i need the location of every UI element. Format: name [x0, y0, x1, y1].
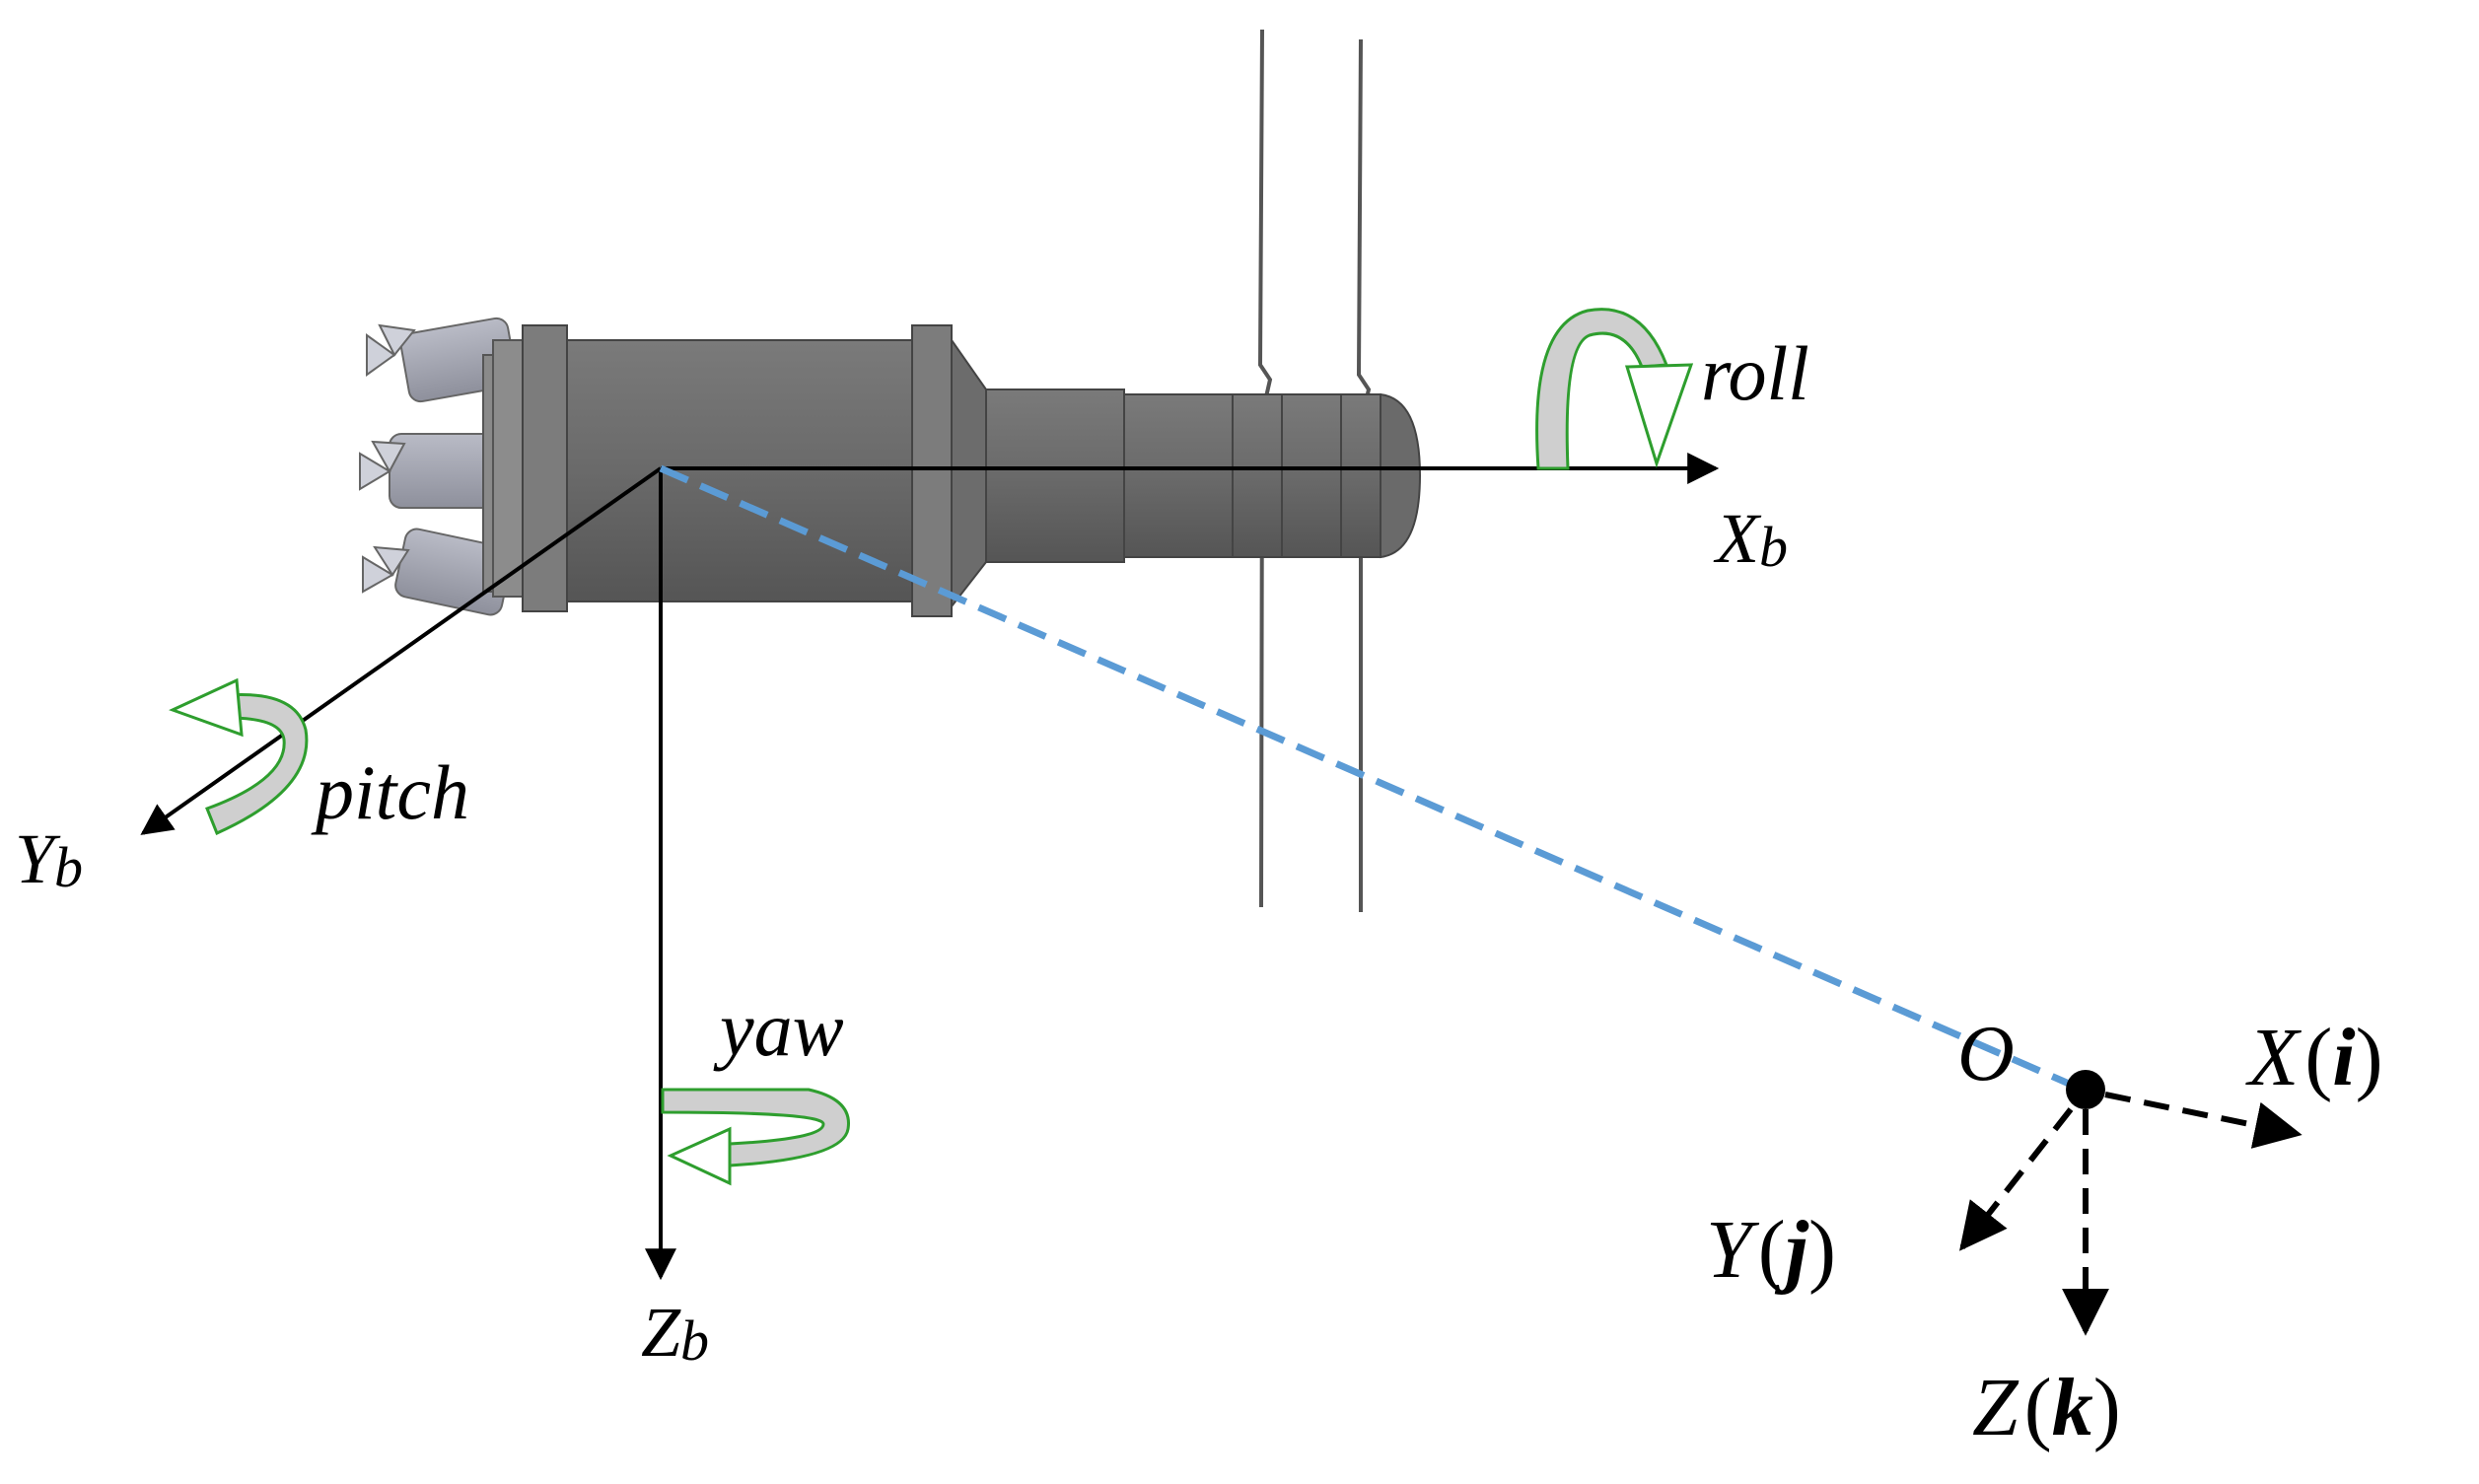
fin-left — [1257, 29, 1273, 908]
y-inertial-axis — [1959, 1107, 2074, 1251]
position-vector-dashed — [659, 464, 2078, 1091]
z-inertial-label: Z(k) — [1972, 1362, 2121, 1453]
hull-mid-section — [985, 389, 1125, 563]
hull-main-section — [566, 339, 913, 602]
y-inertial-label: Y(j) — [1706, 1204, 1836, 1296]
origin-label: O — [1957, 1011, 2015, 1097]
x-inertial-axis — [2104, 1092, 2302, 1149]
vehicle — [359, 29, 1422, 912]
roll-rotation-icon — [1535, 308, 1694, 470]
hull-flange-2 — [911, 324, 953, 617]
yaw-rotation-icon — [661, 1088, 850, 1186]
roll-label: roll — [1701, 330, 1809, 416]
hull-nose-section — [1123, 393, 1381, 558]
hull-taper — [951, 336, 987, 609]
thruster-middle — [359, 433, 509, 509]
y-body-axis — [140, 466, 663, 835]
pitch-rotation-icon — [169, 677, 309, 836]
origin-point — [2066, 1070, 2105, 1109]
hull-flange-1 — [522, 324, 568, 612]
inertial-frame — [1959, 1070, 2302, 1336]
fin-right — [1356, 38, 1372, 912]
x-body-label: Xb — [1713, 499, 1788, 579]
x-inertial-label: X(i) — [2245, 1012, 2383, 1103]
yaw-label: yaw — [713, 986, 844, 1072]
y-body-label: Yb — [15, 819, 83, 899]
z-body-label: Zb — [641, 1293, 709, 1373]
pitch-label: pitch — [311, 749, 469, 835]
hull-nose-cap — [1380, 392, 1422, 559]
